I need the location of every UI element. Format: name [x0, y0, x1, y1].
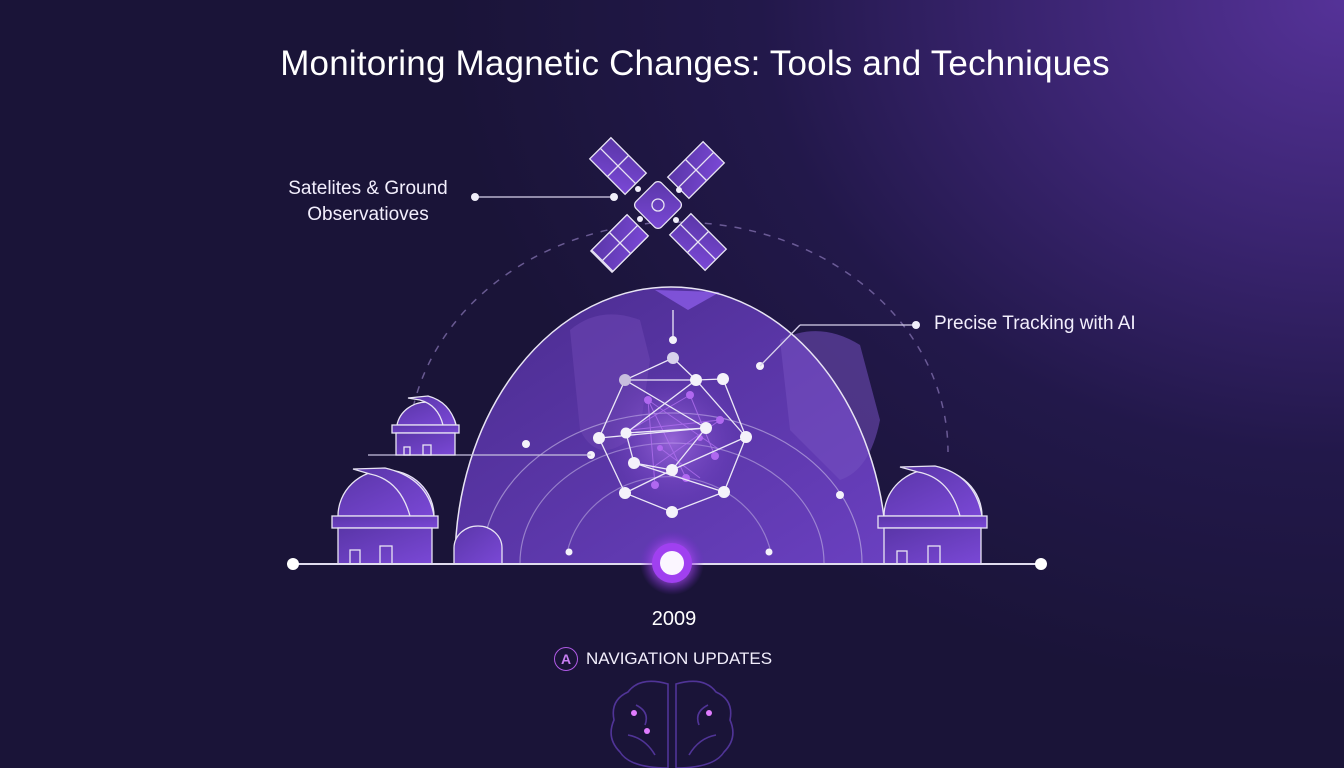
observatory-icon-small: [391, 395, 460, 456]
timeline-event: A NAVIGATION UPDATES: [554, 647, 772, 671]
timeline-year: 2009: [651, 608, 697, 630]
page-title: Monitoring Magnetic Changes: Tools and T…: [280, 44, 1110, 83]
timeline-marker-icon: [640, 531, 704, 595]
network-graph-icon: [522, 310, 844, 556]
observatory-icon-large: [331, 467, 439, 565]
navigation-a-icon: A: [554, 647, 578, 671]
label-ai-tracking: Precise Tracking with AI: [934, 313, 1136, 334]
connector-satellite: [471, 193, 618, 201]
observatory-dome-small: [453, 525, 503, 565]
label-satellites-line1: Satelites & Ground: [288, 178, 448, 199]
observatory-icon-right: [877, 465, 988, 565]
brain-nodes: [631, 710, 712, 734]
label-satellites-line2: Observatioves: [307, 204, 429, 225]
label-satellites: Satelites & Ground Observatioves: [272, 176, 464, 228]
satellite-body: [588, 136, 728, 273]
brain-icon: [610, 680, 734, 768]
connector-ai: [759, 321, 920, 367]
timeline-event-label: NAVIGATION UPDATES: [586, 649, 773, 668]
